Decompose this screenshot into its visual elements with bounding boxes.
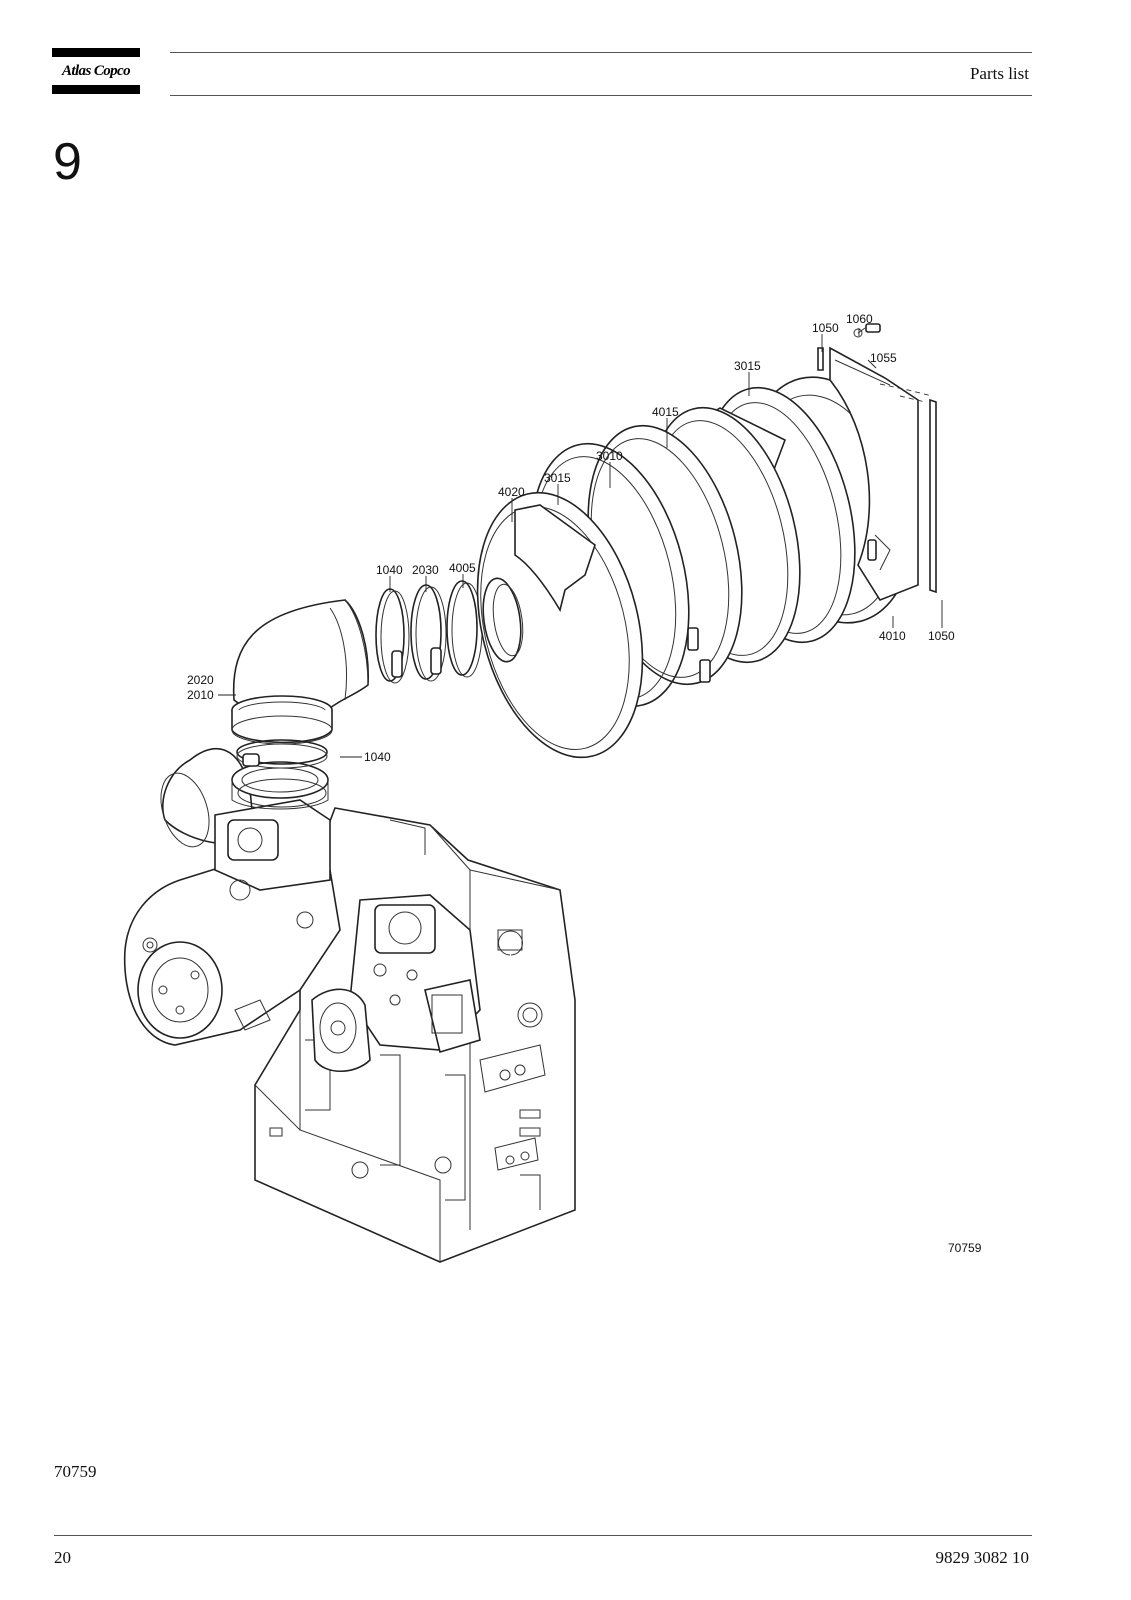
callout-3010: 3010 (596, 449, 623, 463)
callout-4005: 4005 (449, 561, 476, 575)
drawing-number: 70759 (948, 1241, 982, 1255)
callout-1060: 1060 (846, 312, 873, 326)
callout-labels: 1050 1060 1055 3015 4015 3010 3015 4020 … (187, 312, 982, 1255)
section-number: 9 (53, 133, 82, 191)
callout-leaders (218, 328, 943, 758)
header-rule-top (170, 52, 1032, 53)
header-title: Parts list (969, 64, 1029, 83)
front-cowl (476, 491, 644, 759)
callout-1050-top: 1050 (812, 321, 839, 335)
callout-4020: 4020 (498, 485, 525, 499)
callout-2010: 2010 (187, 688, 214, 702)
inlet-elbow (231, 599, 369, 745)
valve-block (311, 894, 481, 1072)
callout-4010: 4010 (879, 629, 906, 643)
brand-logo: Atlas Copco (52, 48, 140, 94)
footer-rule (54, 1535, 1032, 1536)
page-number: 20 (54, 1548, 71, 1567)
motor-housing (123, 748, 341, 1046)
header-rule-bottom (170, 95, 1032, 96)
callout-3015-top: 3015 (734, 359, 761, 373)
hose-clamp-bottom (236, 739, 328, 808)
callout-1050-bottom: 1050 (928, 629, 955, 643)
callout-4015: 4015 (652, 405, 679, 419)
clamp-rings (375, 580, 483, 684)
callout-1055: 1055 (870, 351, 897, 365)
callout-3015-mid: 3015 (544, 471, 571, 485)
logo-bottom-bar (52, 85, 140, 94)
callout-1040-bottom: 1040 (364, 750, 391, 764)
callout-2030: 2030 (412, 563, 439, 577)
document-number: 9829 3082 10 (935, 1548, 1030, 1567)
bellows-rings (530, 386, 877, 708)
figure-reference: 70759 (54, 1462, 97, 1481)
callout-1040-top: 1040 (376, 563, 403, 577)
logo-wordmark: Atlas Copco (62, 63, 131, 79)
callout-2020: 2020 (187, 673, 214, 687)
logo-top-bar (52, 48, 140, 57)
gasket-strips (817, 323, 937, 594)
